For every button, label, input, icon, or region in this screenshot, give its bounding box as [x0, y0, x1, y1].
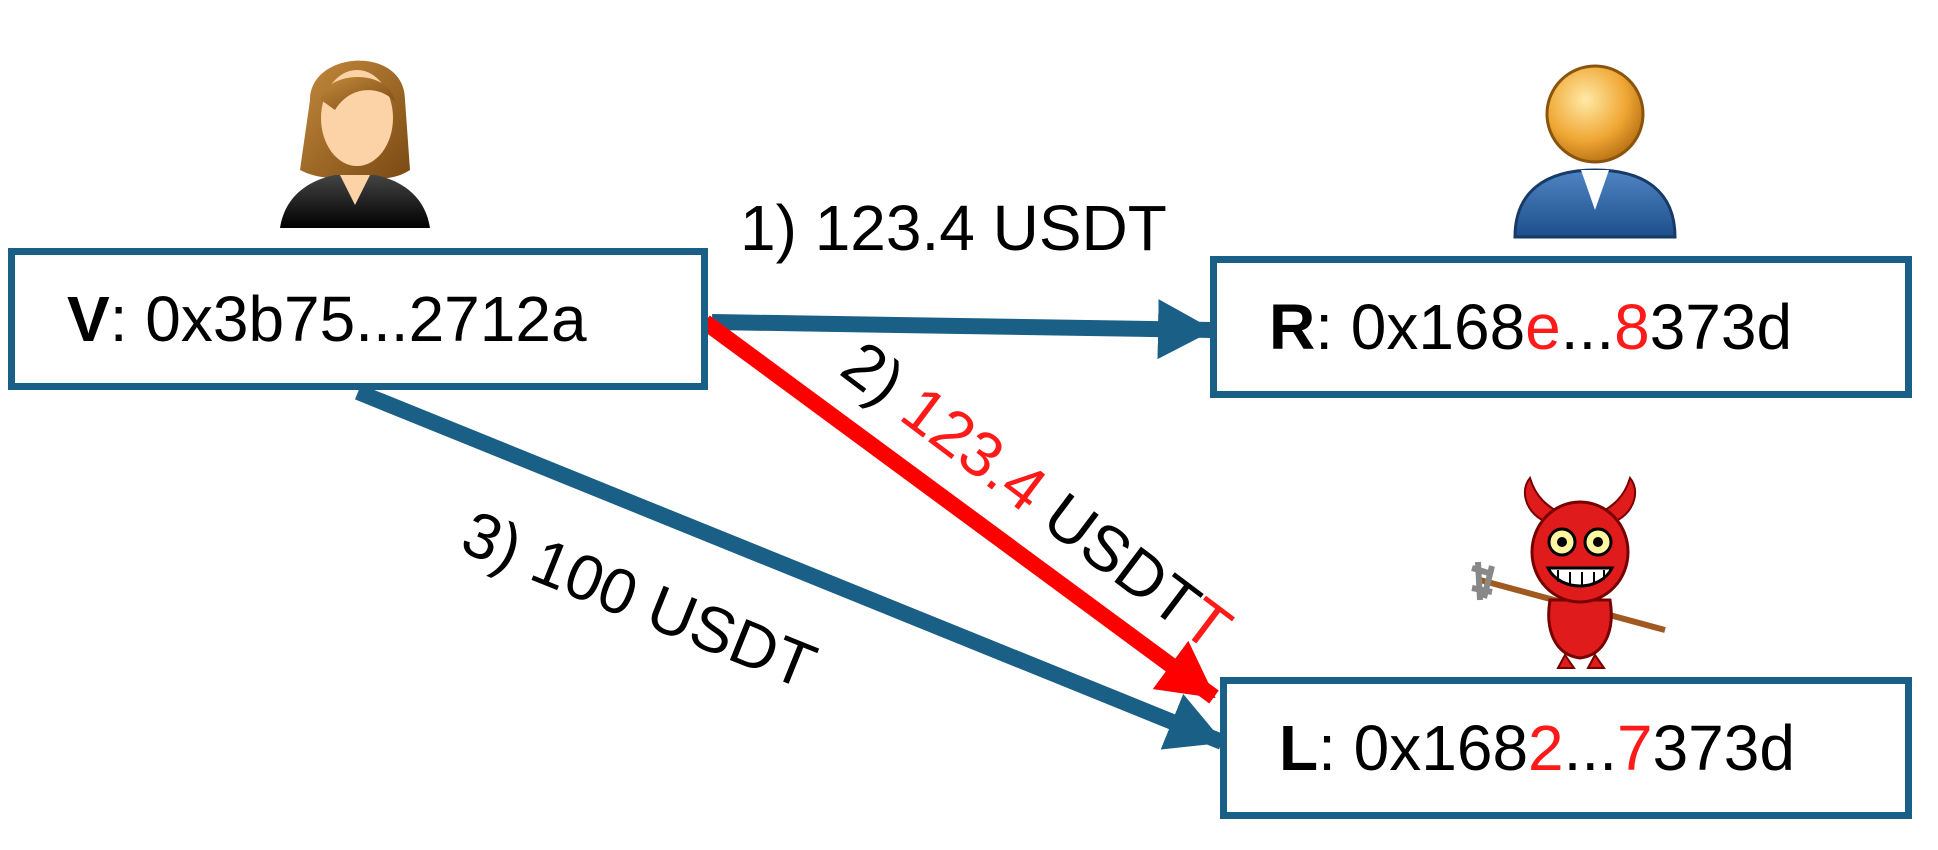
arrow-1-victim-to-recipient [711, 299, 1214, 360]
recipient-address-text: R: 0x168e...8373d [1269, 291, 1793, 363]
recipient-address-box: R: 0x168e...8373d [1210, 256, 1912, 398]
woman-avatar-icon [280, 60, 430, 228]
victim-address-text: V: 0x3b75...2712a [67, 283, 587, 355]
arrow-3-victim-to-lure [354, 384, 1226, 750]
arrow-2-victim-to-lure-fake [700, 315, 1219, 704]
lure-address-box: L: 0x1682...7373d [1220, 677, 1912, 819]
user-avatar-icon [1513, 64, 1677, 239]
lure-address-text: L: 0x1682...7373d [1279, 712, 1795, 784]
transfer-1-label: 1) 123.4 USDT [740, 192, 1167, 264]
victim-address-box: V: 0x3b75...2712a [8, 248, 708, 390]
devil-icon [1471, 475, 1666, 669]
